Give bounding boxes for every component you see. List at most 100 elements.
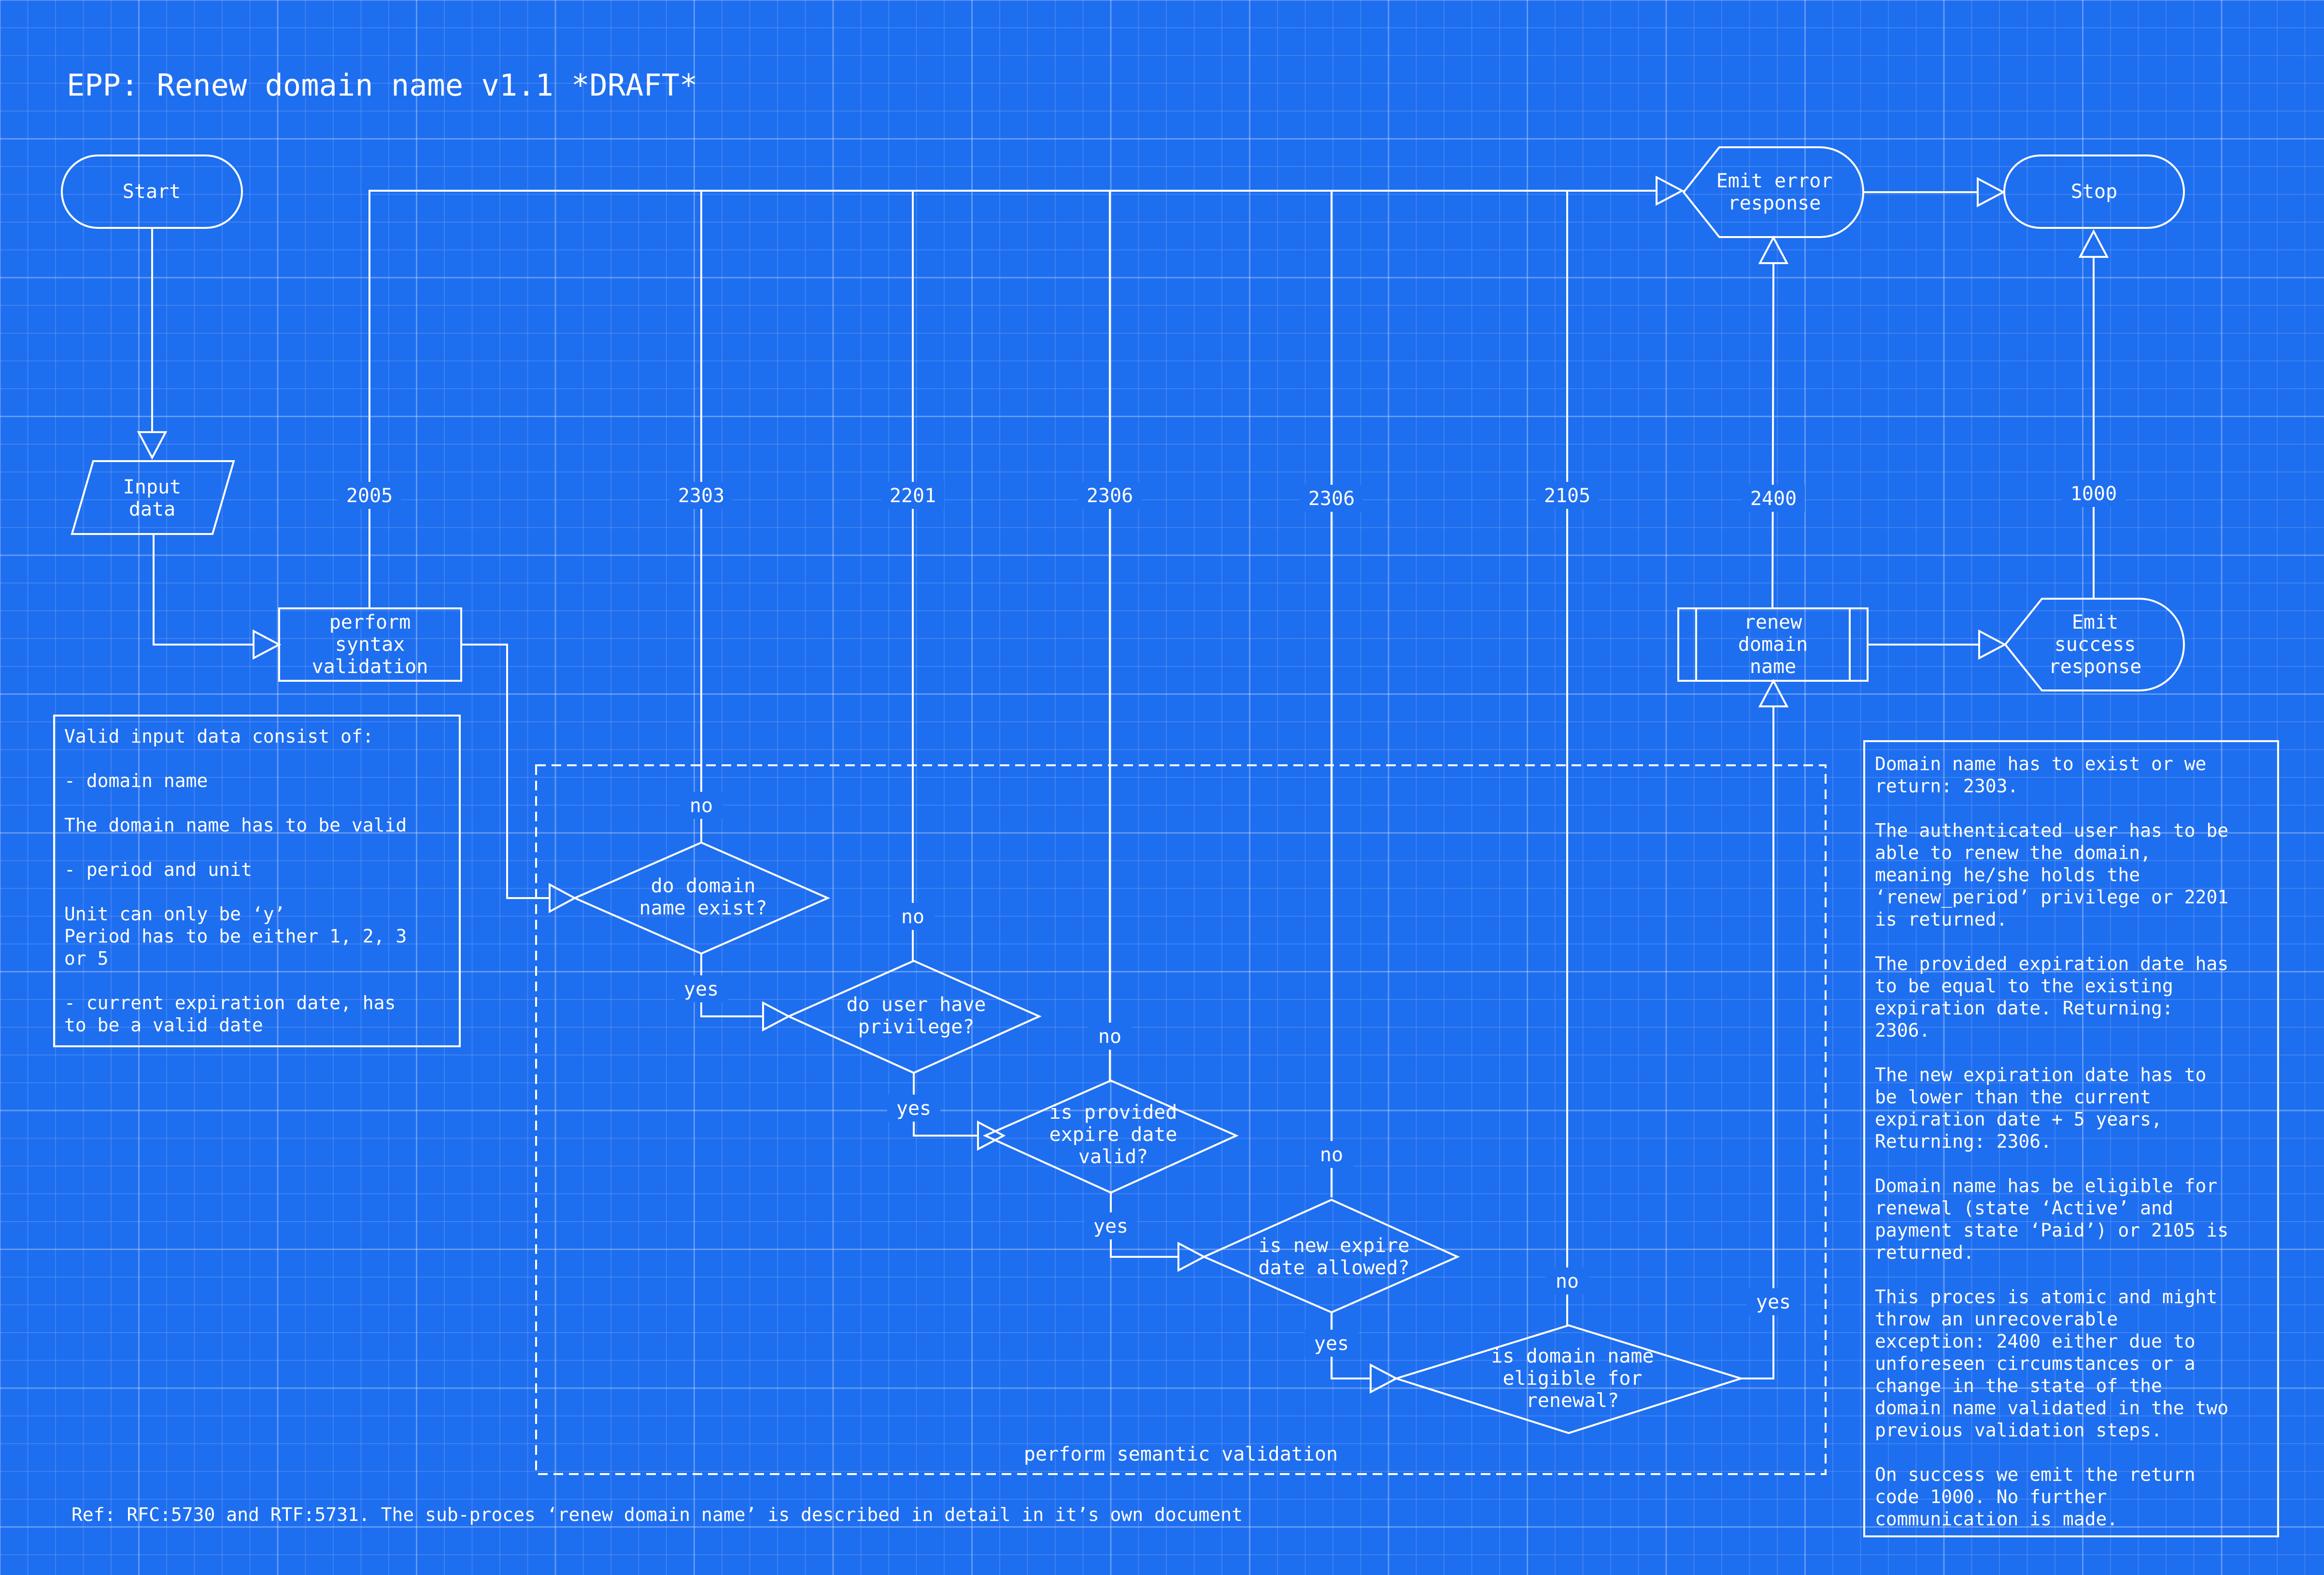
decision-label-line: date allowed? <box>1258 1257 1409 1279</box>
node-syntax-validation[interactable]: perform syntax validation <box>278 607 462 682</box>
arrowhead-d1 <box>549 883 577 914</box>
label-no: no <box>901 906 924 928</box>
note-line: ‘renew_period’ privilege or 2201 <box>1875 886 2228 908</box>
return-codes: 2005 2303 2201 2306 2306 2105 2400 1000 <box>338 480 2125 512</box>
note-line: exception: 2400 either due to <box>1875 1331 2195 1352</box>
decision-user-privilege[interactable]: do user have privilege? <box>786 959 1042 1074</box>
note-line: The authenticated user has to be <box>1875 820 2228 841</box>
label-no: no <box>1098 1026 1121 1048</box>
node-input-data[interactable]: Input data <box>71 460 235 535</box>
note-line: payment state ‘Paid’) or 2105 is <box>1875 1220 2228 1241</box>
note-line: to be a valid date <box>64 1014 263 1036</box>
decision-label-line: do domain <box>651 875 756 897</box>
decision-diamond <box>1202 1198 1460 1314</box>
label-yes: yes <box>684 978 719 1000</box>
arrowhead-d3 <box>977 1120 1006 1151</box>
decision-new-expire-allowed[interactable]: is new expire date allowed? <box>1202 1198 1460 1314</box>
label-bg <box>887 1095 940 1122</box>
input-label-line: Input <box>123 476 181 498</box>
label-yes: yes <box>896 1097 931 1120</box>
note-line: expiration date. Returning: <box>1875 998 2173 1019</box>
label-bg <box>1545 1267 1589 1294</box>
label-yes: yes <box>1756 1291 1791 1313</box>
note-line: This proces is atomic and might <box>1875 1286 2217 1308</box>
code-bg <box>1536 482 1599 509</box>
label-no: no <box>1556 1270 1579 1293</box>
note-line: The new expiration date has to <box>1875 1064 2206 1085</box>
decision-diamond <box>786 959 1042 1074</box>
note-line: Unit can only be ‘y’ <box>64 903 285 925</box>
node-start[interactable]: Start <box>61 155 243 229</box>
note-line: or 5 <box>64 948 109 969</box>
code-2303: 2303 <box>678 485 724 507</box>
note-line: - domain name <box>64 770 208 791</box>
code-2306: 2306 <box>1308 488 1355 510</box>
start-label: Start <box>123 181 181 203</box>
left-note: Valid input data consist of:- domain nam… <box>53 715 461 1047</box>
note-line: - period and unit <box>64 859 252 880</box>
error-label-line: response <box>1728 192 1821 214</box>
code-bg <box>670 482 733 509</box>
stop-label: Stop <box>2071 181 2117 203</box>
code-2005: 2005 <box>346 485 393 507</box>
note-line: previous validation steps. <box>1875 1420 2162 1441</box>
decision-label-line: expire date <box>1049 1124 1177 1146</box>
decision-diamond <box>572 841 830 955</box>
decision-expire-date-valid[interactable]: is provided expire date valid? <box>983 1079 1239 1194</box>
success-display-shape <box>2004 598 2185 691</box>
decision-label-line: valid? <box>1078 1146 1148 1168</box>
label-bg <box>1084 1212 1137 1239</box>
input-data-parallelogram <box>71 460 235 535</box>
decision-diamond <box>983 1079 1239 1194</box>
code-bg <box>338 482 401 509</box>
decision-domain-exists[interactable]: do domain name exist? <box>572 841 830 955</box>
arrowhead-error <box>1656 175 1685 206</box>
label-yes: yes <box>1314 1333 1349 1355</box>
syntax-validation-box <box>278 607 462 682</box>
syntax-label-line: syntax <box>335 633 405 656</box>
note-line: be lower than the current <box>1875 1086 2151 1108</box>
label-bg <box>891 903 935 930</box>
error-label-line: Emit error <box>1716 170 1833 192</box>
flow-input-syntax <box>153 534 254 646</box>
start-terminal <box>61 155 243 229</box>
note-line: code 1000. No further <box>1875 1486 2107 1507</box>
decision-label-line: do user have <box>847 994 986 1016</box>
semantic-validation-label: perform semantic validation <box>1024 1443 1338 1465</box>
renew-label-line: renew <box>1744 611 1802 633</box>
arrowhead-stop-up <box>2078 229 2109 258</box>
note-line: unforeseen circumstances or a <box>1875 1353 2195 1374</box>
decision-diamond <box>1393 1324 1744 1434</box>
node-emit-error[interactable]: Emit error response <box>1682 146 1864 238</box>
decision-label-line: privilege? <box>858 1016 975 1038</box>
arrowhead-renew <box>1758 678 1789 707</box>
branch-labels: no no no no no yes yes yes yes yes <box>675 792 1800 1357</box>
label-no: no <box>690 795 713 817</box>
note-line: Period has to be either 1, 2, 3 <box>64 926 407 947</box>
note-line: The provided expiration date has <box>1875 953 2228 974</box>
node-emit-success[interactable]: Emit success response <box>2004 598 2185 691</box>
note-line: communication is made. <box>1875 1508 2118 1530</box>
note-line: throw an unrecoverable <box>1875 1308 2118 1330</box>
stop-terminal <box>2003 155 2185 229</box>
node-stop[interactable]: Stop <box>2003 155 2185 229</box>
arrowhead-d4 <box>1177 1241 1206 1272</box>
success-label-line: success <box>2055 633 2136 656</box>
syntax-label-line: perform <box>329 611 411 633</box>
node-renew-domain[interactable]: renew domain name <box>1677 607 1869 682</box>
note-line: On success we emit the return <box>1875 1464 2195 1485</box>
arrowhead-stop <box>1977 177 2006 208</box>
left-note-text: Valid input data consist of:- domain nam… <box>64 726 407 1036</box>
semantic-validation-group <box>535 764 1827 1475</box>
note-line: to be equal to the existing <box>1875 975 2173 997</box>
code-2306: 2306 <box>1087 485 1133 507</box>
error-display-shape <box>1682 146 1864 238</box>
code-2105: 2105 <box>1544 485 1590 507</box>
left-note-box <box>53 715 461 1047</box>
decision-eligible-renewal[interactable]: is domain name eligible for renewal? <box>1393 1324 1744 1434</box>
note-line: Domain name has to exist or we <box>1875 753 2206 774</box>
label-bg <box>1305 1330 1358 1357</box>
